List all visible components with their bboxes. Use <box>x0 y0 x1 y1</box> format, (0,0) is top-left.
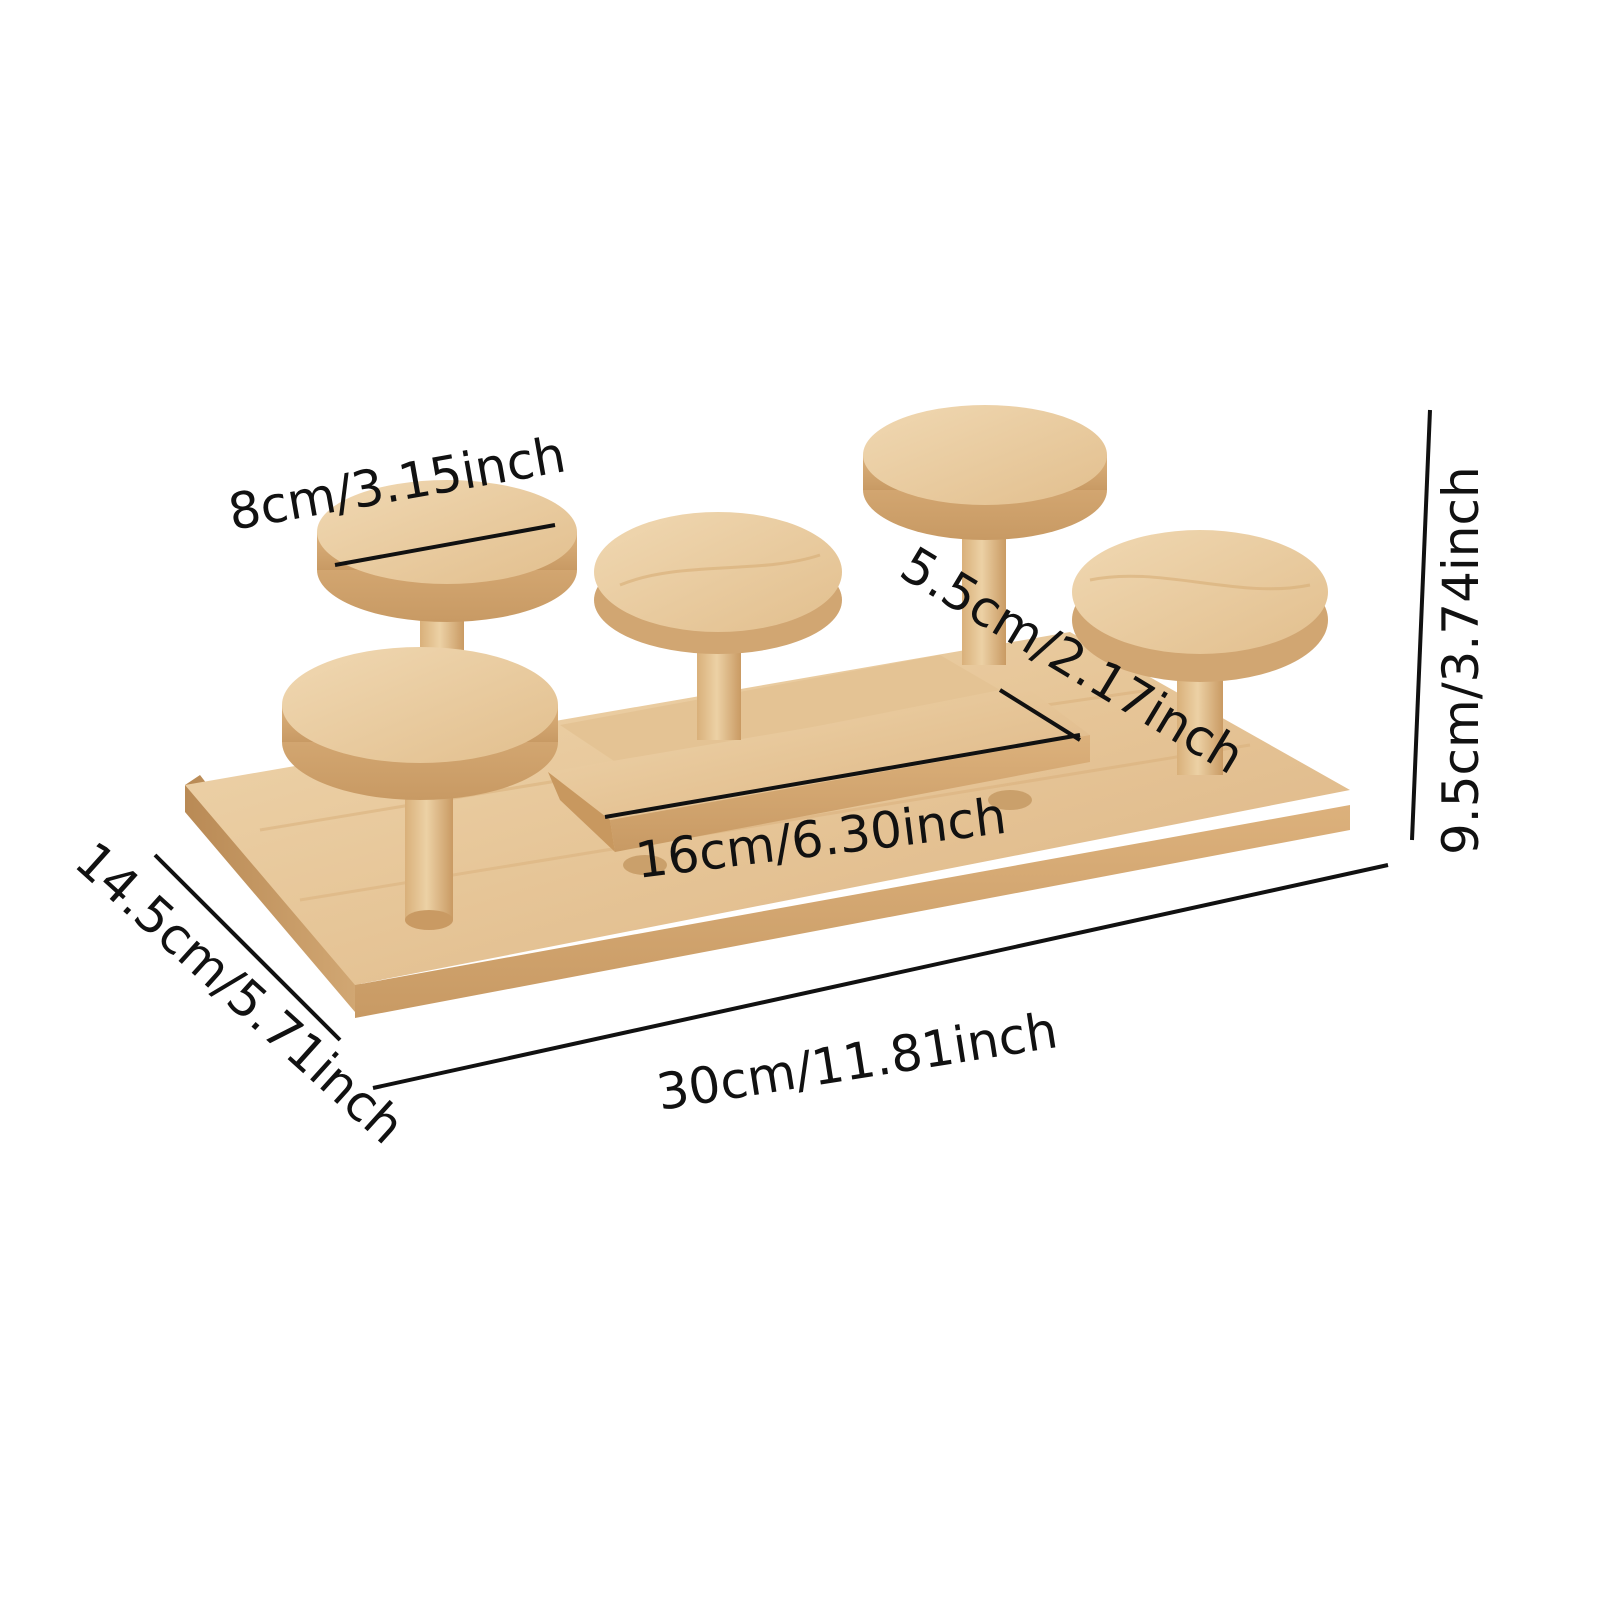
step-left <box>548 772 615 852</box>
step-foot <box>623 855 667 875</box>
disc-top <box>594 512 842 632</box>
pillar-height-line <box>998 688 1082 742</box>
height-line <box>1410 409 1432 841</box>
base-length-label: 30cm/11.81inch <box>653 1001 1062 1122</box>
platform-front-left <box>282 647 558 930</box>
platform-back-center <box>594 512 842 740</box>
diameter-line <box>334 523 556 567</box>
step-front <box>610 735 1090 852</box>
step-platform <box>548 655 1090 875</box>
step-foot <box>988 790 1032 810</box>
pillar <box>405 780 453 920</box>
pillar-foot <box>405 910 453 930</box>
disc-top <box>863 405 1107 505</box>
disc-top <box>1072 530 1328 654</box>
step-back-block <box>560 655 1000 765</box>
base-front-edge <box>355 805 1350 1018</box>
step-length-line <box>604 733 1081 819</box>
platform-back-right <box>863 405 1107 665</box>
base-length-line <box>372 863 1389 1090</box>
height-label: 9.5cm/3.74inch <box>1432 466 1490 855</box>
disc-top <box>282 647 558 763</box>
platform-front-right <box>1072 530 1328 775</box>
step-top <box>548 690 1090 820</box>
base-width-line <box>153 853 342 1042</box>
